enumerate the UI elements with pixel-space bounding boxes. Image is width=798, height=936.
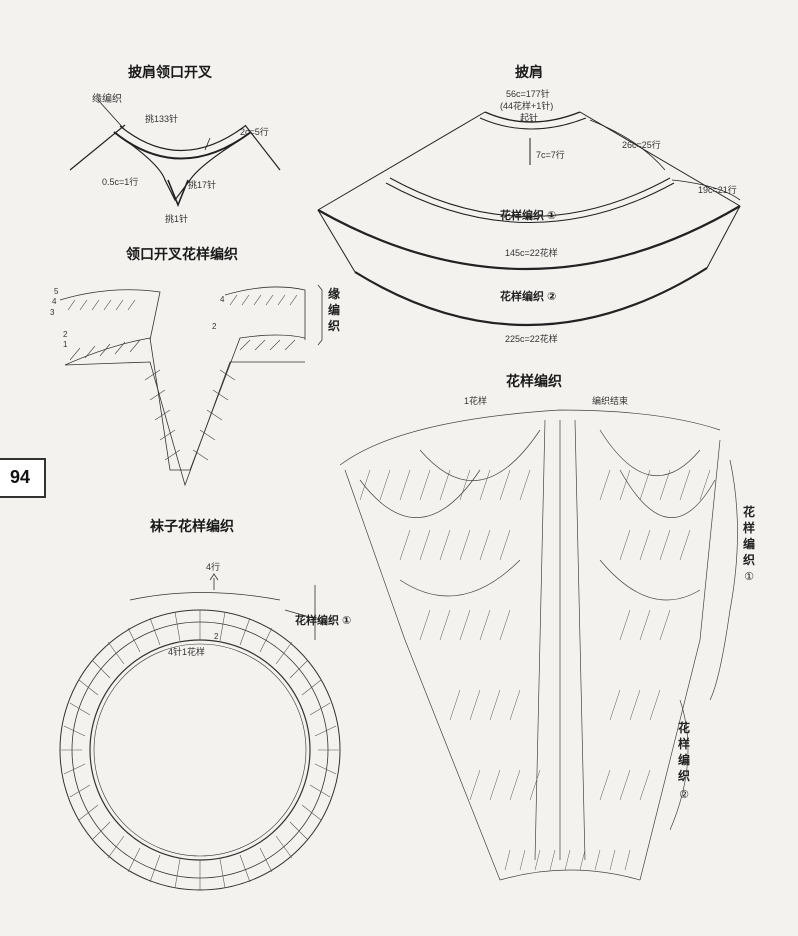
- collar-mark-right-4: 4: [220, 295, 225, 304]
- collar-pattern-title: 领口开叉花样编织: [126, 246, 238, 262]
- collar-mark-1: 1: [63, 340, 68, 349]
- sock-pattern-label: 花样编织 ①: [295, 615, 352, 627]
- collar-mark-right-2: 2: [212, 322, 217, 331]
- sock-repeat-label: 4针1花样: [168, 647, 206, 657]
- pattern1-vertical-label: 花样编织: [742, 505, 755, 567]
- collar-side-label: 缘编织: [327, 287, 340, 333]
- shawl-right-bottom: 19c=21行: [698, 185, 737, 195]
- pattern2-vertical-label: 花样编织: [677, 721, 690, 783]
- sock-mark: 2: [214, 632, 219, 641]
- collar-mark-3: 3: [50, 308, 55, 317]
- pattern-chart-fan: [339, 409, 738, 881]
- pattern2-number: ②: [679, 789, 689, 801]
- collar-pattern-stitches: [67, 294, 298, 461]
- rows-label: 2c=5行: [240, 127, 269, 137]
- pick-up-bottom-label: 挑1针: [165, 214, 189, 224]
- collar-pattern-chart: [59, 284, 323, 487]
- shawl-mid-width: 145c=22花样: [505, 248, 558, 258]
- collar-split-shape: [69, 99, 281, 208]
- pattern-end-label: 编织结束: [592, 396, 629, 406]
- shawl-shape: [317, 111, 741, 327]
- shawl-pattern2: 花样编织 ②: [500, 291, 557, 303]
- collar-mark-5: 5: [54, 287, 59, 296]
- pick-up-side-label: 挑17针: [188, 180, 217, 190]
- shawl-title: 披肩: [515, 64, 543, 80]
- pattern1-number: ①: [744, 571, 754, 583]
- sock-stitches: [61, 610, 339, 890]
- shawl-right-top: 26c=25行: [622, 140, 661, 150]
- shawl-top-width: 56c=177针: [506, 89, 550, 99]
- pick-up-top-label: 挑133针: [145, 114, 179, 124]
- sock-title: 袜子花样编织: [150, 518, 234, 534]
- shawl-top-sub: (44花样+1针): [500, 101, 554, 111]
- page-number-tab: 94: [0, 458, 46, 498]
- edge-label: 缘编织: [92, 94, 122, 105]
- collar-split-title: 披肩领口开叉: [128, 64, 212, 80]
- shawl-top-rows: 7c=7行: [536, 150, 565, 160]
- shawl-pattern1: 花样编织 ①: [500, 210, 557, 222]
- pattern-chart-title: 花样编织: [506, 373, 562, 389]
- page-number: 94: [10, 467, 31, 487]
- sock-rows-label: 4行: [206, 562, 221, 572]
- pattern-chart-stitches: [359, 469, 711, 871]
- collar-mark-4: 4: [52, 297, 57, 306]
- shawl-bottom-width: 225c=22花样: [505, 334, 558, 344]
- pattern-repeat-label: 1花样: [464, 396, 488, 406]
- shawl-start: 起针: [520, 113, 539, 123]
- stitch-label: 0.5c=1行: [102, 177, 139, 187]
- collar-mark-2: 2: [63, 330, 68, 339]
